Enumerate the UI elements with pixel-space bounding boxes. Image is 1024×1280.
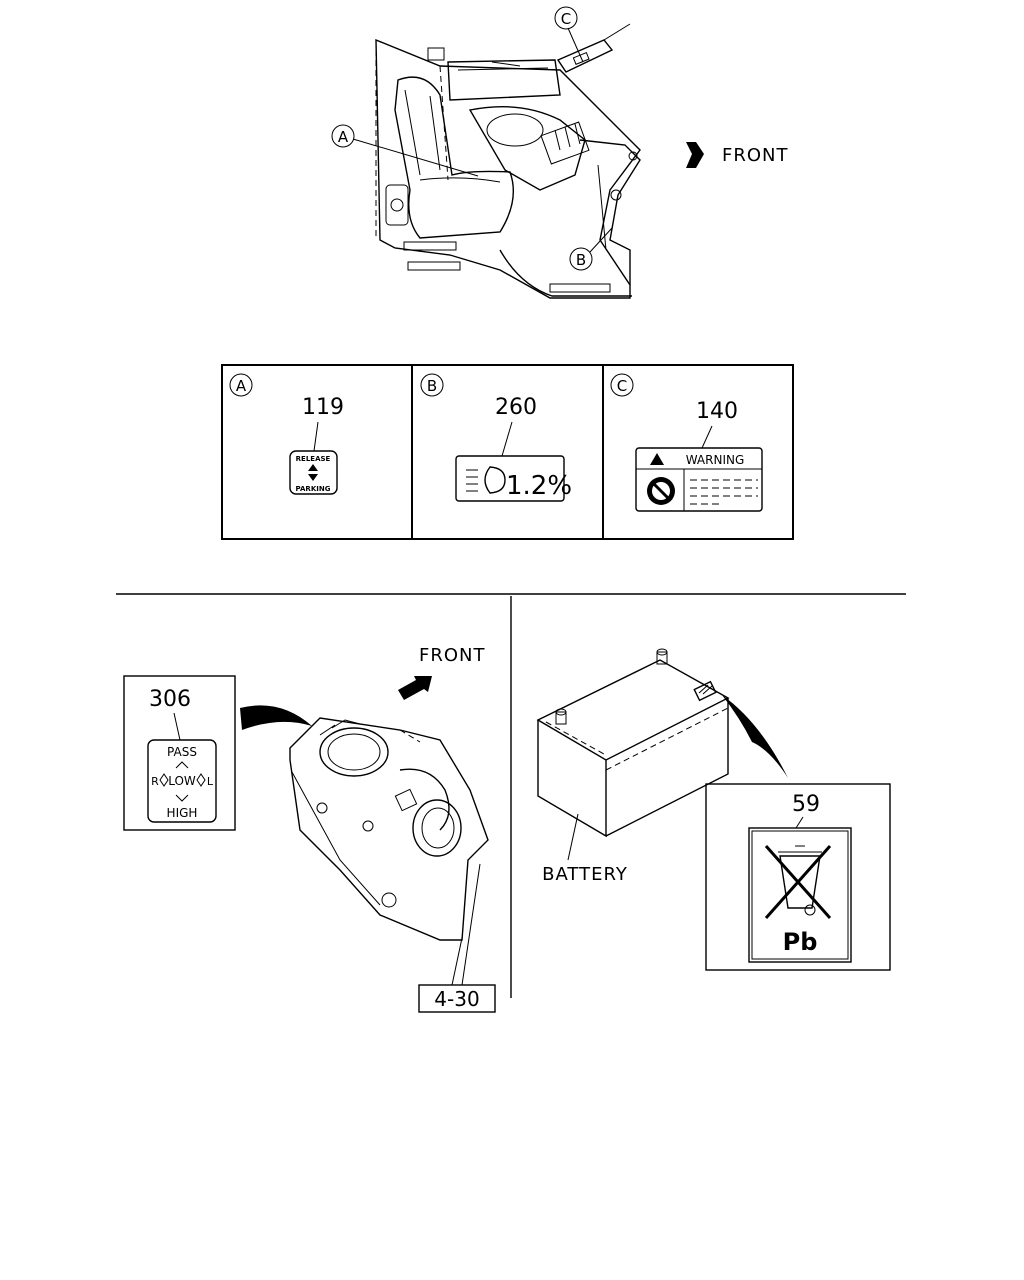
cell-a-letter: A xyxy=(236,377,247,395)
recycle-label xyxy=(748,827,852,963)
switch-label-frame xyxy=(123,675,236,831)
pass-text: PASS xyxy=(167,745,197,759)
front-direction-indicator: FRONT xyxy=(686,142,789,168)
callout-a-circle xyxy=(331,124,355,148)
headlamp-level-label xyxy=(455,455,565,502)
cab-interior-illustration xyxy=(375,23,641,299)
label-cell-b: B 260 1.2% xyxy=(420,373,572,502)
cell-c-part-number: 140 xyxy=(696,399,738,424)
no-entry-icon xyxy=(647,477,675,505)
release-text: RELEASE xyxy=(296,455,331,463)
cell-b-part-number: 260 xyxy=(495,395,537,420)
r-text: R xyxy=(151,775,159,788)
cab-callouts: C A B xyxy=(331,6,613,271)
pb-text: Pb xyxy=(783,928,818,956)
battery-pointer-arrow xyxy=(722,695,788,778)
battery-label: BATTERY xyxy=(542,864,628,885)
left-diamond-icon xyxy=(159,773,169,787)
headlamp-icon xyxy=(466,466,506,494)
switch-label-view: 306 PASS R LOW L HIGH xyxy=(123,645,496,1013)
label-table: A 119 RELEASE PARKING B 260 1.2% C 140 xyxy=(221,364,794,540)
reference-box xyxy=(418,984,496,1013)
callout-b: B xyxy=(576,251,586,269)
down-caret-icon xyxy=(175,794,189,802)
light-switch-label xyxy=(147,739,217,823)
warning-label xyxy=(635,447,763,512)
right-diamond-icon xyxy=(196,773,206,787)
switch-part-number: 306 xyxy=(149,687,191,712)
headlamp-percent: 1.2% xyxy=(506,471,572,501)
parking-brake-label xyxy=(289,450,338,495)
callout-a: A xyxy=(338,128,349,146)
up-caret-icon xyxy=(175,761,189,769)
reference-text: 4-30 xyxy=(434,987,479,1011)
battery-illustration xyxy=(536,648,730,838)
front-label-2: FRONT xyxy=(419,645,486,666)
cell-c-letter: C xyxy=(617,377,627,395)
high-text: HIGH xyxy=(167,806,198,820)
front-arrow-icon-2 xyxy=(398,676,432,700)
front-label: FRONT xyxy=(722,145,789,166)
label-cell-a: A 119 RELEASE PARKING xyxy=(229,373,344,495)
callout-c: C xyxy=(561,10,571,28)
up-down-arrow-icon xyxy=(308,464,318,481)
front-arrow-icon xyxy=(686,142,704,168)
crossed-bin-icon xyxy=(764,845,832,919)
low-text: LOW xyxy=(168,774,196,788)
label-cell-c: C 140 WARNING xyxy=(610,373,763,512)
l-text: L xyxy=(207,775,214,788)
warning-text: WARNING xyxy=(686,453,745,467)
cell-a-part-number: 119 xyxy=(302,395,344,420)
callout-c-circle xyxy=(554,6,578,30)
cell-b-letter: B xyxy=(427,377,437,395)
combination-switch-illustration xyxy=(289,717,489,941)
battery-part-number: 59 xyxy=(792,792,820,817)
callout-b-circle xyxy=(569,247,593,271)
warning-triangle-icon xyxy=(650,453,664,465)
battery-label-frame xyxy=(705,783,891,971)
curved-pointer-arrow xyxy=(240,705,312,730)
parking-text: PARKING xyxy=(296,485,331,493)
battery-view: BATTERY 59 Pb xyxy=(536,648,891,971)
